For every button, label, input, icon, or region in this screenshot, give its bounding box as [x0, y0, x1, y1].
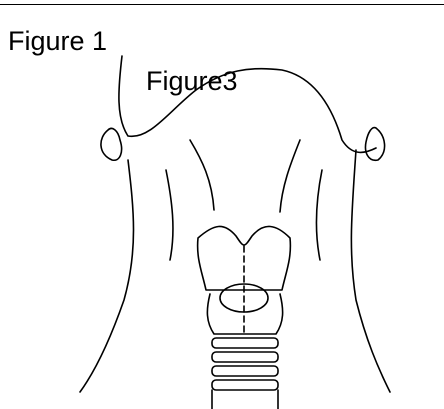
left-sternocleidomastoid	[166, 170, 173, 260]
lower-larynx-outline	[207, 294, 282, 334]
trachea-ring	[212, 338, 278, 348]
right-sternocleidomastoid	[316, 170, 322, 260]
trachea-ring	[212, 366, 278, 376]
figure-3-label: Figure3	[146, 68, 238, 95]
left-neck-outline	[80, 160, 134, 392]
trachea-ring	[212, 352, 278, 362]
trachea-ring	[212, 380, 278, 390]
left-inner-neck-line	[190, 140, 214, 210]
left-ear	[101, 128, 122, 160]
right-inner-neck-line	[280, 140, 300, 212]
figure-1-label: Figure 1	[8, 28, 107, 55]
right-ear	[366, 128, 385, 161]
right-neck-outline	[351, 150, 390, 392]
